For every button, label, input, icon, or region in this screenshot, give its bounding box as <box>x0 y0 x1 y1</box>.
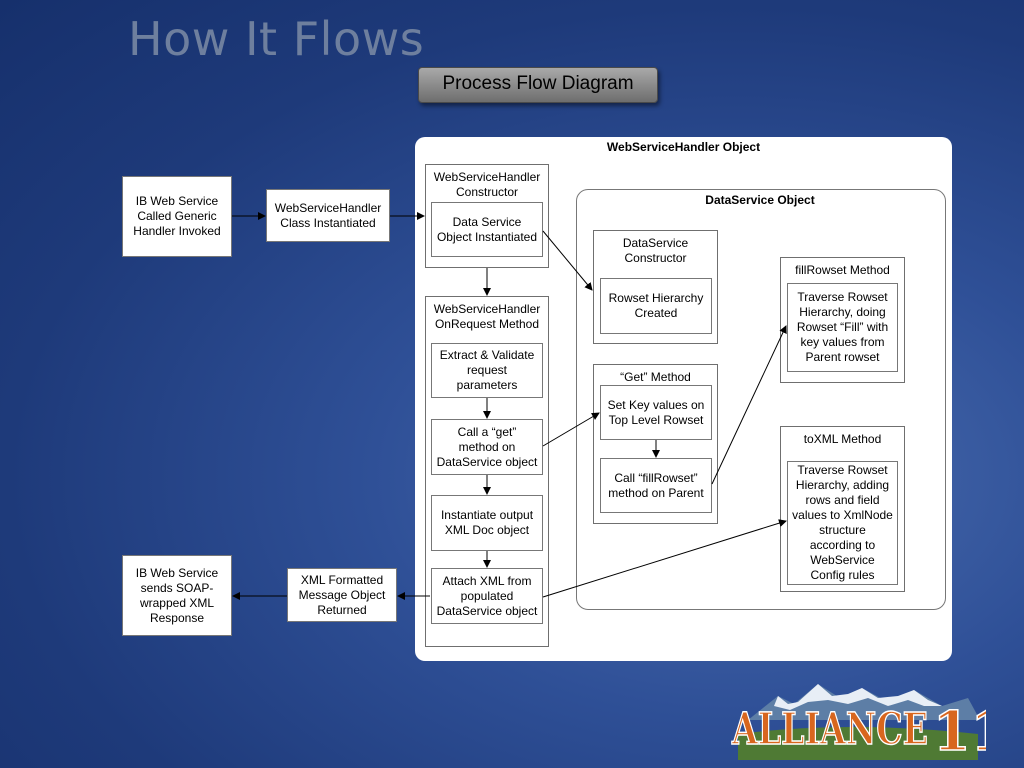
constructor-title: WebServiceHandler Constructor <box>433 170 541 199</box>
ib-sends-text: IB Web Service sends SOAP-wrapped XML Re… <box>135 565 219 625</box>
instantiate-output-box: Instantiate output XML Doc object <box>431 495 543 551</box>
ds-constructor-title: DataService Constructor <box>622 236 689 265</box>
handler-instantiated-box: WebServiceHandler Class Instantiated <box>266 189 390 242</box>
slide-title: How It Flows <box>128 12 425 66</box>
xml-returned-text: XML Formatted Message Object Returned <box>298 572 386 617</box>
alliance-logo: ALLIANCE 11 <box>730 684 986 760</box>
ib-sends-box: IB Web Service sends SOAP-wrapped XML Re… <box>122 555 232 636</box>
call-get-box: Call a “get” method on DataService objec… <box>431 419 543 475</box>
set-key-values-box: Set Key values on Top Level Rowset <box>600 385 712 440</box>
instantiate-output-text: Instantiate output XML Doc object <box>440 508 534 537</box>
onrequest-title: WebServiceHandler OnRequest Method <box>433 302 541 331</box>
fillrowset-title: fillRowset Method <box>795 263 890 277</box>
extract-validate-box: Extract & Validate request parameters <box>431 343 543 398</box>
attach-xml-text: Attach XML from populated DataService ob… <box>436 573 538 618</box>
logo-grass <box>738 727 978 760</box>
ib-called-box: IB Web Service Called Generic Handler In… <box>122 176 232 257</box>
logo-mountain <box>748 684 980 720</box>
logo-snow <box>774 684 942 710</box>
logo-number: 11 <box>933 699 986 760</box>
traverse-xml-box: Traverse Rowset Hierarchy, adding rows a… <box>787 461 898 585</box>
ds-object-instantiated-text: Data Service Object Instantiated <box>436 214 538 244</box>
panel-title: WebServiceHandler Object <box>606 140 761 154</box>
rowset-created-box: Rowset Hierarchy Created <box>600 278 712 334</box>
get-method-title: “Get” Method <box>620 370 691 384</box>
handler-instantiated-text: WebServiceHandler Class Instantiated <box>274 200 382 230</box>
xml-returned-box: XML Formatted Message Object Returned <box>287 568 397 622</box>
toxml-title: toXML Method <box>803 432 882 446</box>
ds-object-instantiated-box: Data Service Object Instantiated <box>431 202 543 257</box>
rowset-created-text: Rowset Hierarchy Created <box>608 291 704 320</box>
ib-called-text: IB Web Service Called Generic Handler In… <box>133 194 221 238</box>
call-fillrowset-box: Call “fillRowset” method on Parent <box>600 458 712 513</box>
dataservice-object-title: DataService Object <box>705 193 815 207</box>
call-fillrowset-text: Call “fillRowset” method on Parent <box>608 470 704 500</box>
subtitle-text: Process Flow Diagram <box>442 73 634 94</box>
traverse-fill-box: Traverse Rowset Hierarchy, doing Rowset … <box>787 283 898 372</box>
logo-text: ALLIANCE <box>731 704 928 755</box>
traverse-xml-text: Traverse Rowset Hierarchy, adding rows a… <box>792 463 893 582</box>
set-key-values-text: Set Key values on Top Level Rowset <box>607 397 705 427</box>
extract-validate-text: Extract & Validate request parameters <box>439 348 535 392</box>
subtitle-banner: Process Flow Diagram <box>418 67 658 103</box>
call-get-text: Call a “get” method on DataService objec… <box>436 424 538 469</box>
attach-xml-box: Attach XML from populated DataService ob… <box>431 568 543 624</box>
traverse-fill-text: Traverse Rowset Hierarchy, doing Rowset … <box>796 290 889 364</box>
